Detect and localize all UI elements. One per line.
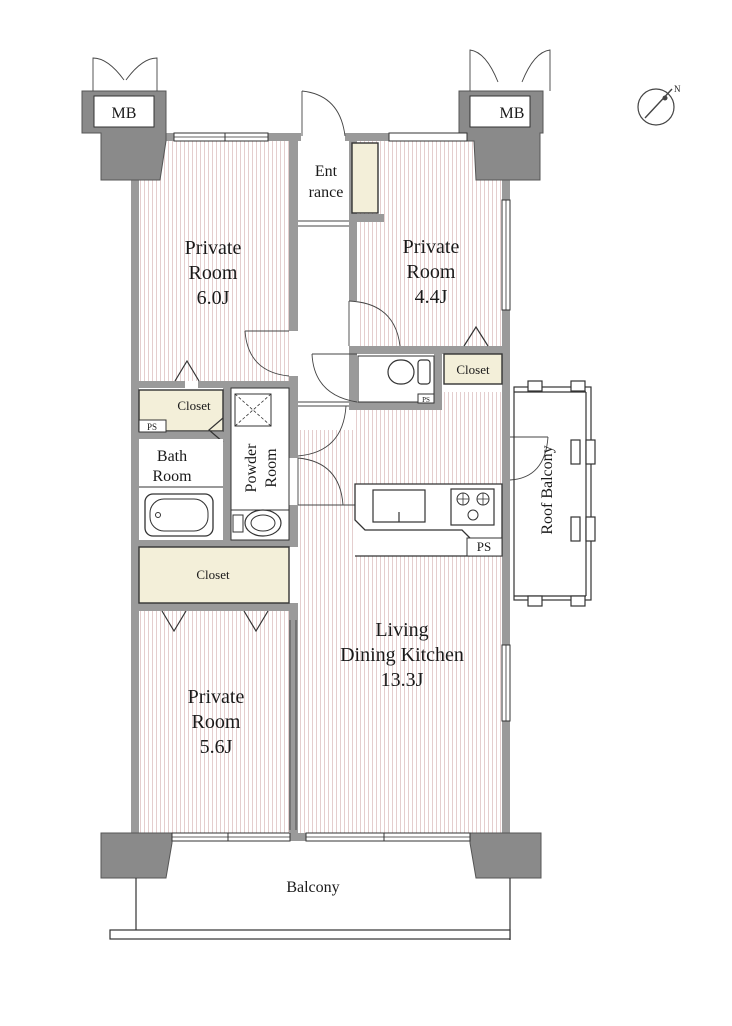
corridor-lines [298, 220, 349, 407]
ps-left-label: PS [147, 422, 157, 432]
bath-room [139, 439, 223, 540]
toilet-bowl-icon [387, 359, 415, 385]
interior-walls [131, 141, 502, 833]
powder-label-1: Powder [243, 443, 260, 493]
balcony [109, 878, 511, 940]
labels: MB MB Ent rance Private Room 6.0J Privat… [112, 105, 556, 896]
mb-left-label: MB [112, 105, 137, 122]
floor-room-nw [139, 141, 289, 381]
closet-middle-label: Closet [196, 567, 230, 582]
room-ne-label-1: Private [403, 236, 460, 258]
closet-upper-right-label: Closet [456, 362, 490, 377]
room-nw-label-2: Room [189, 262, 238, 284]
bath-label-1: Bath [157, 448, 187, 465]
north-letter: N [674, 84, 681, 94]
room-sw-label-1: Private [188, 686, 245, 708]
kitchen-counter [354, 483, 503, 557]
entrance-shoe-closet [351, 142, 379, 214]
right-windows [501, 199, 511, 722]
closet-upper-left-label: Closet [177, 398, 211, 413]
closet-upper-right [443, 353, 503, 385]
bottom-windows [171, 832, 471, 842]
room-sw-label-2: Room [192, 711, 241, 733]
room-nw-size: 6.0J [197, 287, 230, 309]
north-arrow-icon: N [637, 84, 681, 126]
stove-icon [450, 488, 495, 526]
closet-upper-left [138, 389, 224, 432]
ventilation-icon [234, 393, 272, 427]
mb-right-label: MB [500, 105, 525, 122]
room-sw-size: 5.6J [200, 736, 233, 758]
closet-middle [138, 546, 290, 604]
toilet [357, 355, 435, 404]
washbasin-icon [244, 509, 282, 537]
floor-ldk [298, 556, 503, 833]
floor-hall [298, 430, 356, 560]
powder-room [230, 387, 290, 541]
room-door-swings [244, 300, 549, 830]
powder-label-2: Room [263, 448, 280, 488]
balcony-label: Balcony [286, 879, 339, 896]
bath-label-2: Room [152, 468, 192, 485]
ps-kitchen-label: PS [477, 539, 491, 554]
floor-room-sw [139, 611, 289, 833]
bathtub-icon [144, 493, 214, 537]
ldk-size: 13.3J [381, 669, 424, 691]
ldk-label-2: Dining Kitchen [340, 644, 464, 666]
room-ne-size: 4.4J [415, 286, 448, 308]
ldk-label-1: Living [375, 619, 428, 641]
entrance-label-1: Ent [315, 163, 338, 180]
top-windows [173, 132, 468, 142]
room-nw-label-1: Private [185, 237, 242, 259]
entrance-door [301, 90, 346, 137]
closet-door-marks [161, 325, 489, 633]
mb-doors [92, 49, 551, 91]
entrance-label-2: rance [309, 184, 344, 201]
roof-balcony-label: Roof Balcony [539, 445, 556, 534]
ps-toilet-label: PS [422, 396, 430, 404]
roof-balcony [513, 380, 596, 607]
room-ne-label-2: Room [407, 261, 456, 283]
toilet-tank-icon [417, 359, 431, 385]
